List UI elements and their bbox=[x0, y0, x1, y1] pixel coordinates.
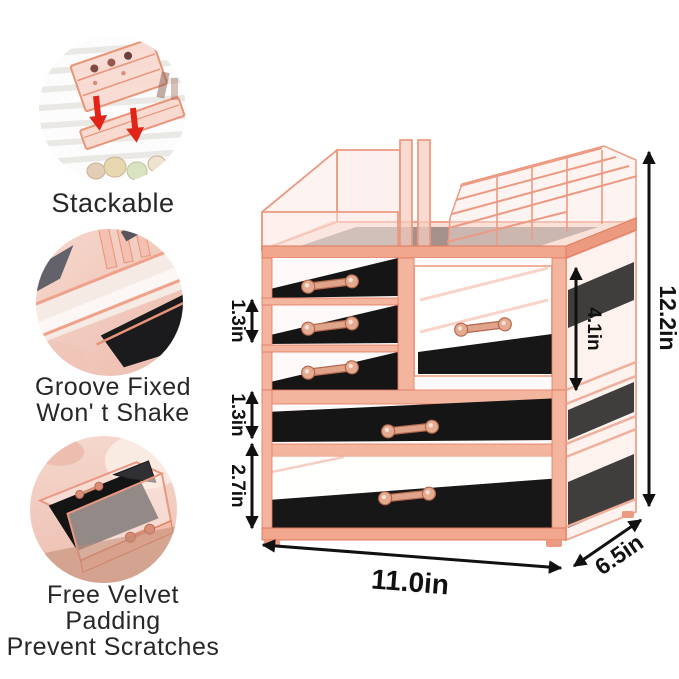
drawer-small-1 bbox=[266, 258, 398, 298]
middle-tier bbox=[261, 257, 567, 391]
velvet-caption: Free Velvet Padding Prevent Scratches bbox=[0, 582, 226, 660]
groove-caption: Groove Fixed Won' t Shake bbox=[6, 374, 220, 426]
velvet-caption-line2: Prevent Scratches bbox=[6, 633, 220, 661]
dimension-label: 12.2in bbox=[655, 285, 679, 350]
dimension-label: 1.3in bbox=[227, 299, 248, 342]
groove-illustration bbox=[36, 229, 183, 376]
velvet-floor-large-drawer bbox=[418, 334, 552, 374]
dimension-label: 2.7in bbox=[227, 464, 248, 507]
dimension-top-small-drawer: 1.3in bbox=[227, 298, 259, 344]
dimension-overall-width: 11.0in bbox=[261, 539, 563, 600]
dimension-middle-wide-drawer: 1.3in bbox=[227, 390, 259, 440]
groove-caption-line2: Won' t Shake bbox=[36, 399, 190, 427]
drawer-wide-slim bbox=[266, 398, 562, 442]
dimension-overall-height: 12.2in bbox=[642, 150, 679, 508]
dimension-label: 11.0in bbox=[370, 563, 450, 600]
stackable-illustration bbox=[39, 36, 186, 183]
dimension-label: 1.3in bbox=[227, 393, 248, 436]
tray-rim-side bbox=[565, 217, 637, 259]
dimension-label: 4.1in bbox=[583, 307, 604, 350]
lipstick-grid bbox=[446, 145, 638, 251]
velvet-callout-photo bbox=[30, 436, 177, 583]
groove-caption-line1: Groove Fixed bbox=[34, 373, 192, 401]
dimension-annotations: 1.3in 4.1in 12.2in 1.3in 2.7in 11.0in bbox=[227, 150, 679, 600]
velvet-illustration bbox=[30, 436, 177, 583]
dimension-right-drawer-height: 4.1in bbox=[569, 266, 604, 392]
stackable-caption-line1: Stackable bbox=[51, 188, 175, 218]
red-down-arrow-icon bbox=[89, 95, 145, 143]
dimension-bottom-drawer: 2.7in bbox=[227, 442, 259, 530]
velvet-floor-deep-drawer bbox=[268, 478, 562, 528]
stackable-callout-photo bbox=[39, 36, 186, 183]
groove-closeup-shapes bbox=[36, 229, 183, 368]
tray-rim bbox=[261, 245, 567, 259]
makeup-pans bbox=[86, 155, 167, 181]
stackable-caption: Stackable bbox=[13, 188, 213, 218]
velvet-caption-line1: Free Velvet Padding bbox=[47, 581, 179, 635]
bottom-tier bbox=[261, 389, 634, 547]
groove-callout-photo bbox=[36, 229, 183, 376]
